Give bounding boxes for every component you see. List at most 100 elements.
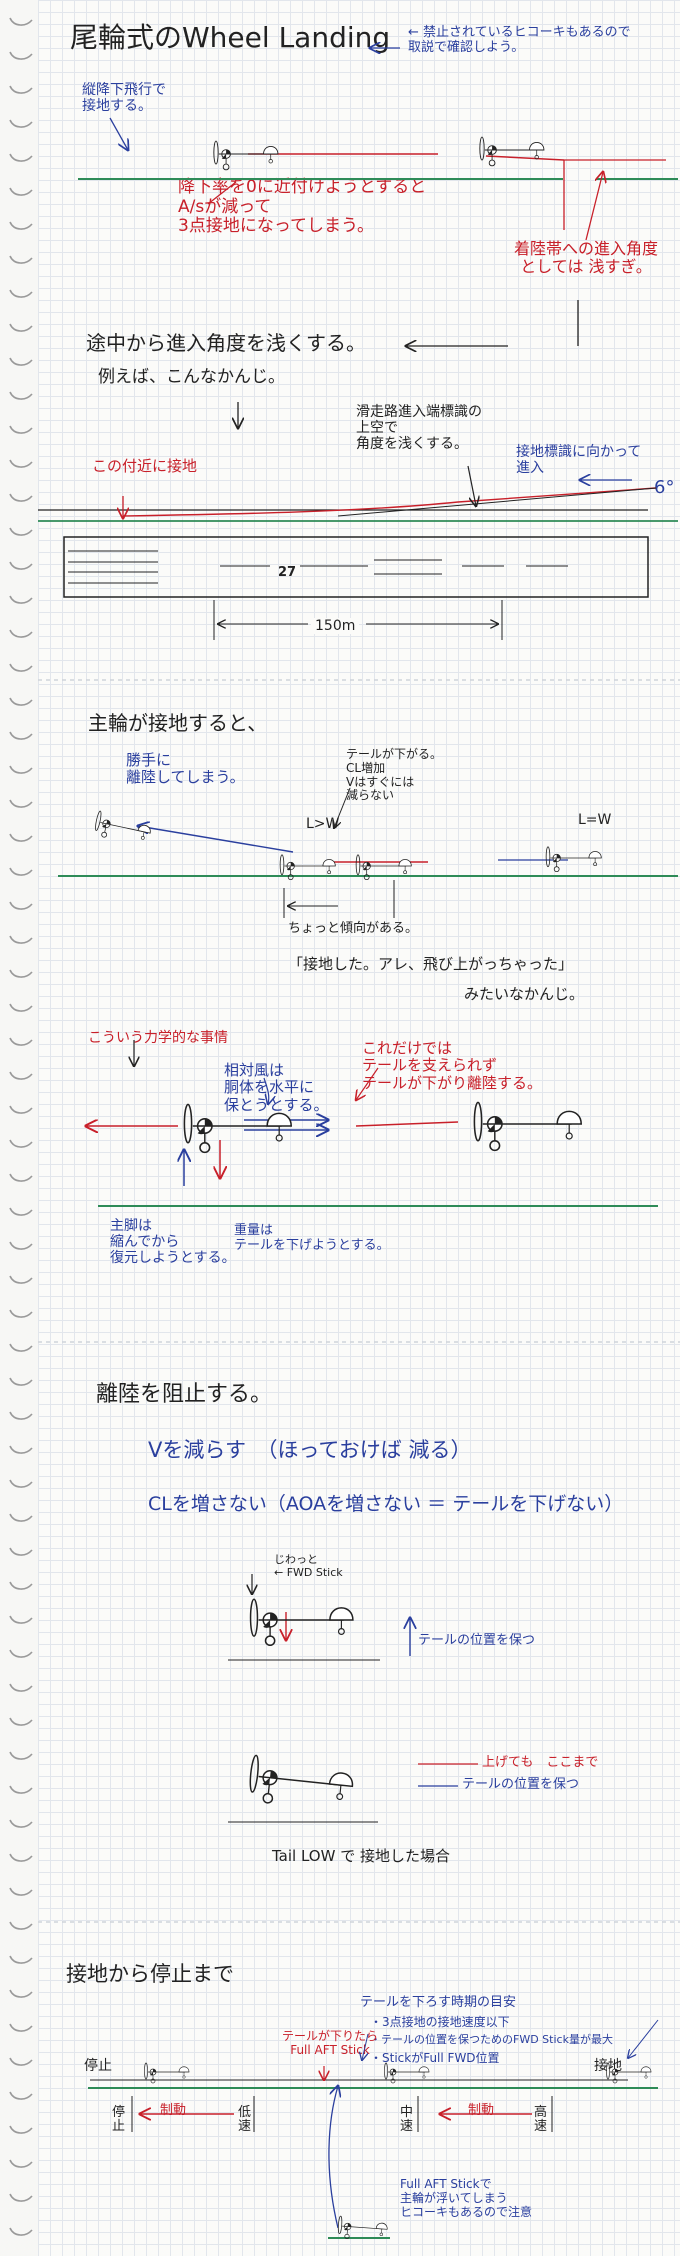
- binder-ring: [9, 1615, 33, 1624]
- binder-ring: [9, 2193, 33, 2202]
- aircraft-warning: [337, 2215, 388, 2239]
- approach-path-red: [122, 487, 657, 517]
- approach-angle-note: 着陸帯への進入角度 としては 浅すぎ。: [514, 239, 659, 277]
- binder-ring: [9, 1275, 33, 1284]
- binder-ring: [9, 561, 33, 570]
- sink-rate-pointer: [207, 181, 237, 205]
- binder-ring: [9, 323, 33, 332]
- notebook-rings: [9, 17, 33, 2236]
- aft-warning-arrow: [328, 2086, 338, 2229]
- binder-ring: [9, 1071, 33, 1080]
- angle-label: 6°: [654, 477, 675, 498]
- threshold-note: 滑走路進入端標識の 上空で 角度を浅くする。: [356, 404, 482, 453]
- keep-tail-note: テールの位置を保つ: [418, 1633, 536, 1648]
- binder-ring: [9, 1173, 33, 1182]
- quote-text-2: みたいなかんじ。: [464, 985, 585, 1003]
- tail-down-note: テールが下がる。 CL増加 Vはすぐには 減らない: [346, 747, 443, 803]
- approach-label: 接地標識に向かって 進入: [516, 444, 642, 477]
- aircraft-mechanics-left: [183, 1103, 292, 1154]
- binder-ring: [9, 1989, 33, 1998]
- binder-ring: [9, 1955, 33, 1964]
- aircraft-approach: [545, 846, 602, 873]
- tendency-note: ちょっと傾向がある。: [288, 921, 419, 936]
- approach-angle-arrow: [585, 172, 603, 241]
- section-title-prevent-takeoff: 離陸を阻止する。: [96, 1382, 273, 1407]
- binder-ring: [9, 1649, 33, 1658]
- red-force-line: [355, 1121, 459, 1127]
- binder-ring: [9, 1003, 33, 1012]
- relative-wind-note: 相対風は 胴体を水平に 保とうとする。: [224, 1061, 329, 1114]
- keep-tail-note-2: テールの位置を保つ: [462, 1777, 580, 1792]
- binder-ring: [9, 663, 33, 672]
- binder-ring: [9, 2125, 33, 2134]
- guide-item-3: ・StickがFull FWD位置: [370, 2051, 500, 2065]
- main-gear-note: 主脚は 縮んでから 復元しようとする。: [110, 1218, 236, 1267]
- binder-ring: [9, 1547, 33, 1556]
- shallow-angle-text: 途中から進入角度を浅くする。: [86, 331, 366, 355]
- red-note-pointer: [356, 1067, 379, 1100]
- binder-ring: [9, 1309, 33, 1318]
- binder-ring: [9, 255, 33, 264]
- approach-path-black: [337, 487, 657, 517]
- approach-line-top: [485, 155, 565, 161]
- aircraft-touchdown-end: [606, 2062, 652, 2084]
- tail-low-caption: Tail LOW で 接地した場合: [272, 1847, 450, 1865]
- aircraft-mid: [384, 2062, 430, 2084]
- binder-ring: [9, 2057, 33, 2066]
- aircraft-s1-left: [213, 140, 279, 171]
- binder-ring: [9, 969, 33, 978]
- raise-limit-note: 上げても ここまで: [482, 1755, 599, 1770]
- section-title-wheel-landing: 尾輪式のWheel Landing: [70, 21, 391, 54]
- binder-ring: [9, 1819, 33, 1828]
- binder-ring: [9, 357, 33, 366]
- binder-ring: [9, 935, 33, 944]
- quote-text: 「接地した。アレ、飛び上がっちゃった」: [288, 955, 574, 973]
- tail-note-pointer: [334, 787, 351, 828]
- binder-ring: [9, 1751, 33, 1760]
- aft-stick-warning: Full AFT Stickで 主輪が浮いてしまう ヒコーキもあるので注意: [400, 2177, 533, 2219]
- binder-ring: [9, 765, 33, 774]
- binder-ring: [9, 629, 33, 638]
- runway-number: 27: [278, 565, 297, 580]
- guide-item-1: ・3点接地の接地速度以下: [370, 2015, 510, 2029]
- aircraft-tail-low: [249, 1754, 354, 1804]
- mechanics-heading: こういう力学的な事情: [88, 1030, 228, 1046]
- binder-ring: [9, 1411, 33, 1420]
- binder-ring: [9, 1343, 33, 1352]
- binder-ring: [9, 1581, 33, 1590]
- binder-ring: [9, 119, 33, 128]
- bounce-note: 勝手に 離陸してしまう。: [126, 751, 245, 787]
- binder-ring: [9, 391, 33, 400]
- binder-ring: [9, 51, 33, 60]
- tail-drop-note: これだけでは テールを支えられず テールが下がり離陸する。: [362, 1039, 543, 1092]
- binder-ring: [9, 1105, 33, 1114]
- aircraft-s1-right: [479, 136, 545, 167]
- binder-ring: [9, 187, 33, 196]
- manual-check-note: ← 禁止されているヒコーキもあるので 取説で確認しよう。: [408, 25, 631, 55]
- weight-note: 重量は テールを下げようとする。: [234, 1223, 390, 1253]
- binder-ring: [9, 527, 33, 536]
- section-title-stop: 接地から停止まで: [66, 1962, 234, 1986]
- bounce-arrow: [138, 826, 294, 853]
- section-title-main-wheel: 主輪が接地すると、: [88, 711, 268, 735]
- vertical-descent-arrow: [109, 117, 128, 150]
- binder-ring: [9, 697, 33, 706]
- binder-ring: [9, 1853, 33, 1862]
- fwd-stick-note: じわっと ← FWD Stick: [274, 1553, 343, 1579]
- binder-ring: [9, 1887, 33, 1896]
- aircraft-touchdown-1: [279, 854, 336, 881]
- sink-rate-note: 降下率を0に近付けようとすると A/sが減って 3点接地になってしまう。: [178, 177, 427, 237]
- diagram-layer: [38, 0, 680, 2239]
- high-speed-label: 高速: [534, 2105, 548, 2135]
- binder-ring: [9, 595, 33, 604]
- binder-ring: [9, 1241, 33, 1250]
- stop-label: 停止: [84, 2058, 112, 2074]
- binder-ring: [9, 2023, 33, 2032]
- runway-markings: [68, 550, 568, 584]
- binder-ring: [9, 153, 33, 162]
- guide-heading: テールを下ろす時期の目安: [360, 1995, 517, 2010]
- landing-point-note: この付近に接地: [92, 457, 198, 475]
- stop-label-2: 停止: [112, 2105, 126, 2135]
- binder-ring: [9, 1921, 33, 1930]
- guide-pointer-2: [628, 2019, 659, 2058]
